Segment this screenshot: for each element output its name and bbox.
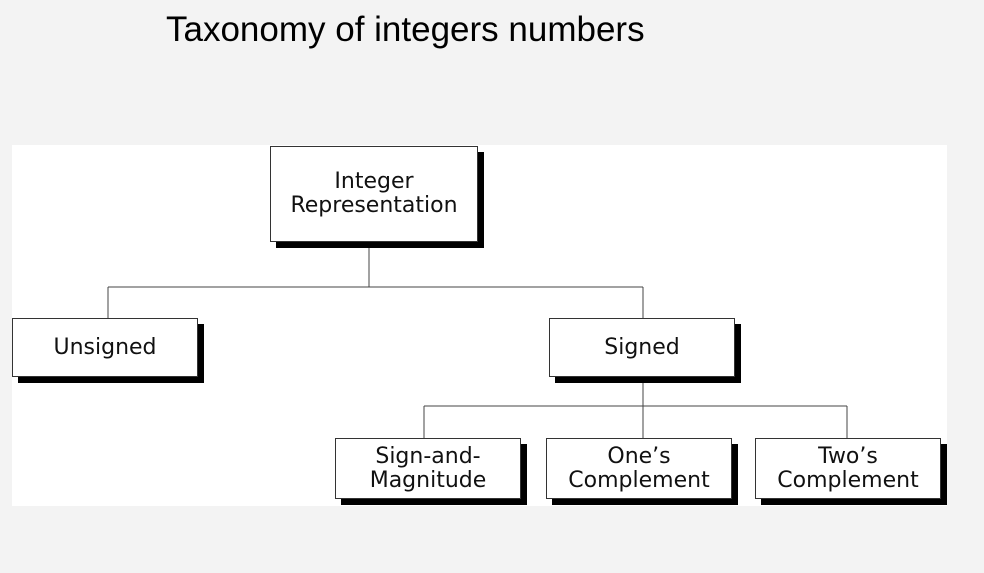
node-sign-and-magnitude-label: Sign-and- Magnitude: [369, 443, 487, 493]
node-signed-label: Signed: [604, 334, 680, 360]
node-integer-representation-label: Integer Representation: [290, 169, 458, 218]
node-sign-and-magnitude: Sign-and- Magnitude: [335, 438, 521, 499]
node-unsigned: Unsigned: [12, 318, 198, 377]
slide-title: Taxonomy of integers numbers: [166, 10, 645, 49]
node-twos-complement: Two’s Complement: [755, 438, 941, 499]
node-twos-complement-label: Two’s Complement: [777, 443, 919, 493]
node-unsigned-label: Unsigned: [53, 334, 157, 360]
node-signed: Signed: [549, 318, 735, 377]
node-ones-complement: One’s Complement: [546, 438, 732, 499]
node-integer-representation: Integer Representation: [270, 146, 478, 242]
node-ones-complement-label: One’s Complement: [568, 443, 710, 493]
